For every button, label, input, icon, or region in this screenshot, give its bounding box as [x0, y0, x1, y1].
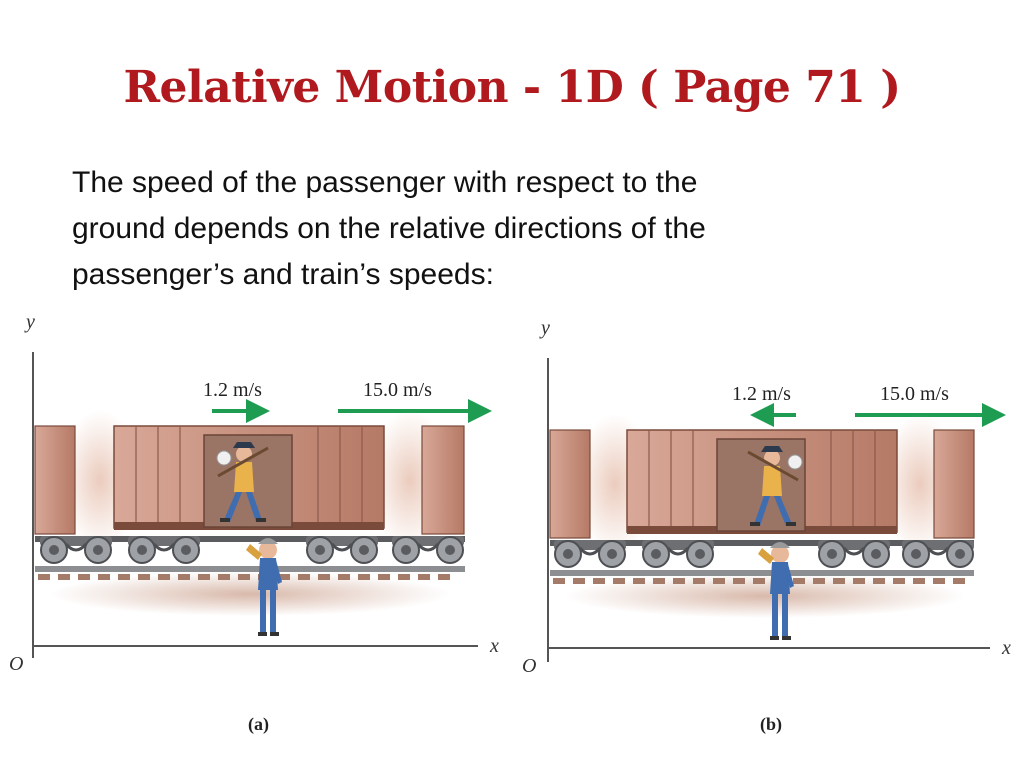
panel-a-caption: (a) [248, 714, 269, 735]
panel-b-passenger-speed-label: 1.2 m/s [732, 383, 791, 405]
panel-a-train-speed-label: 15.0 m/s [363, 379, 432, 401]
panel-b: y x O 1.2 m/s 15.0 m/s [522, 317, 1011, 735]
panel-b-train [549, 414, 976, 640]
panel-a-passenger-speed-label: 1.2 m/s [203, 379, 262, 401]
train-diagram: y x O 1.2 m/s 15.0 m/s [9, 311, 1011, 735]
body-line: The speed of the passenger with respect … [72, 166, 698, 199]
panel-b-y-axis-label: y [539, 317, 550, 339]
slide-body-text: The speed of the passenger with respect … [72, 160, 972, 298]
body-line: passenger’s and train’s speeds: [72, 258, 494, 291]
panel-b-x-axis-label: x [1001, 637, 1011, 659]
body-line: ground depends on the relative direction… [72, 212, 706, 245]
panel-a-y-axis-label: y [24, 311, 35, 333]
panel-a-origin-label: O [9, 653, 23, 675]
panel-b-origin-label: O [522, 655, 536, 677]
slide-title: Relative Motion - 1D ( Page 71 ) [123, 62, 901, 113]
panel-a: y x O 1.2 m/s 15.0 m/s [9, 311, 499, 735]
panel-b-caption: (b) [760, 714, 782, 735]
panel-a-train [34, 410, 466, 636]
panel-b-train-speed-label: 15.0 m/s [880, 383, 949, 405]
panel-a-x-axis-label: x [489, 635, 499, 657]
